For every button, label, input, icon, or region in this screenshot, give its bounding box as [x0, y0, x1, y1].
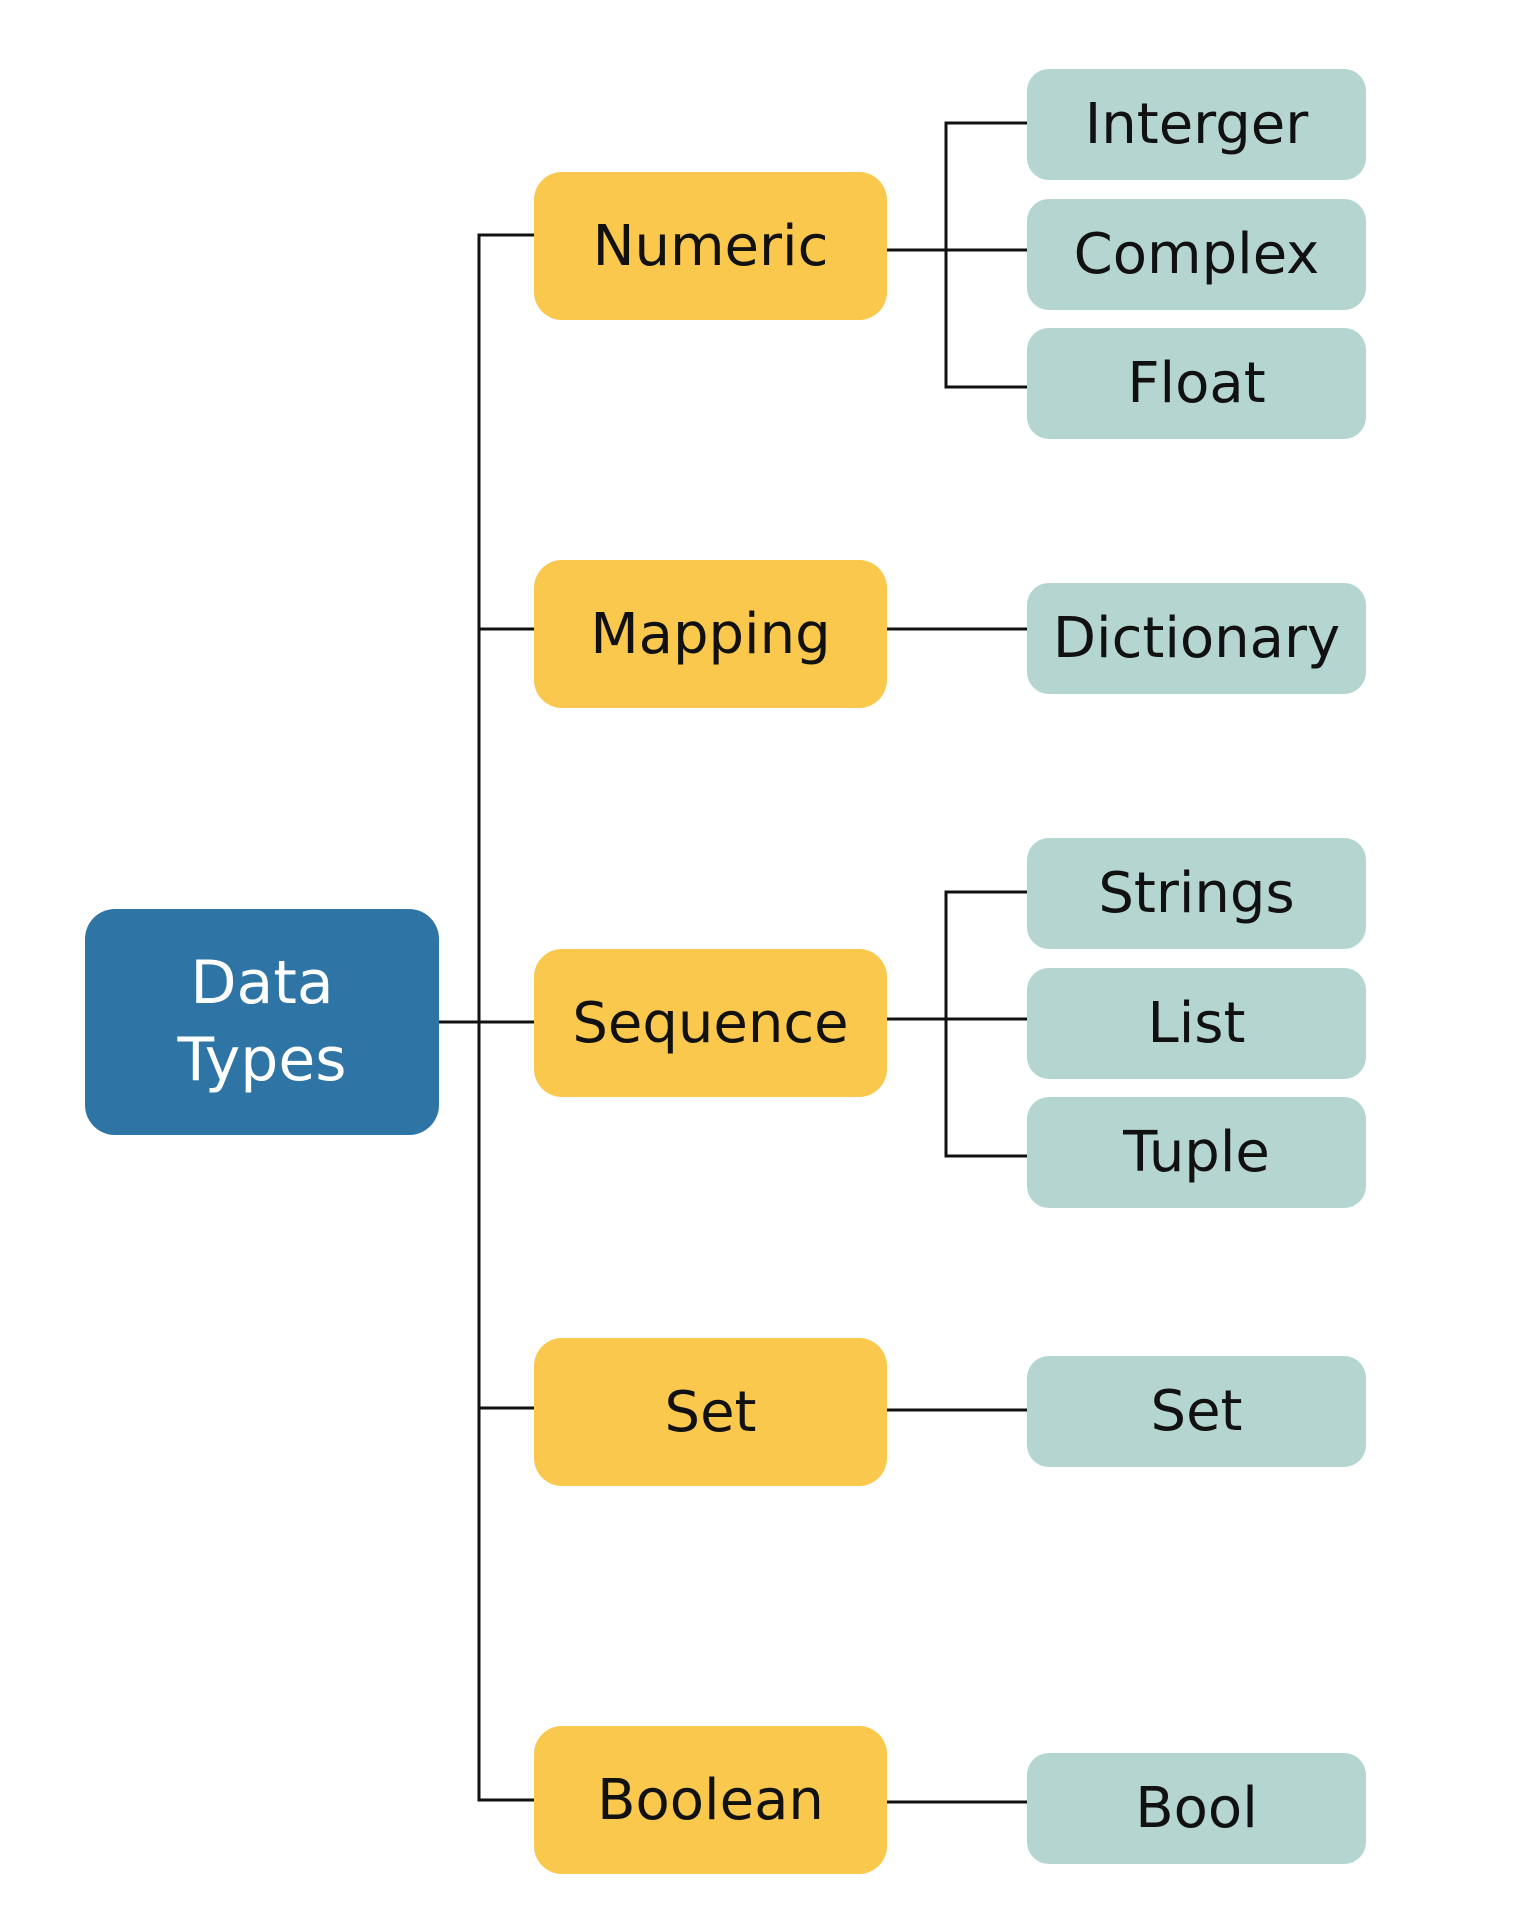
leaf-node-list: List: [1027, 968, 1366, 1079]
leaf-node-set: Set: [1027, 1356, 1366, 1467]
leaf-label-list: List: [1147, 991, 1246, 1056]
leaf-label-interger: Interger: [1084, 92, 1309, 157]
leaf-node-strings: Strings: [1027, 838, 1366, 949]
category-label-boolean: Boolean: [597, 1767, 824, 1833]
category-label-set: Set: [664, 1379, 757, 1445]
leaf-label-strings: Strings: [1098, 861, 1295, 926]
leaf-node-complex: Complex: [1027, 199, 1366, 310]
category-label-numeric: Numeric: [592, 213, 829, 279]
root-label-line-2: Types: [177, 1025, 347, 1095]
category-label-sequence: Sequence: [572, 990, 849, 1056]
leaf-node-dictionary: Dictionary: [1027, 583, 1366, 694]
category-node-sequence: Sequence: [534, 949, 887, 1097]
root-label-line-1: Data: [190, 948, 334, 1018]
leaf-label-tuple: Tuple: [1123, 1120, 1270, 1185]
category-node-numeric: Numeric: [534, 172, 887, 320]
leaf-node-bool: Bool: [1027, 1753, 1366, 1864]
category-node-set: Set: [534, 1338, 887, 1486]
leaf-label-set: Set: [1150, 1379, 1243, 1444]
leaf-label-dictionary: Dictionary: [1052, 606, 1341, 671]
category-node-boolean: Boolean: [534, 1726, 887, 1874]
leaf-node-float: Float: [1027, 328, 1366, 439]
category-label-mapping: Mapping: [590, 601, 831, 667]
category-node-mapping: Mapping: [534, 560, 887, 708]
leaf-node-tuple: Tuple: [1027, 1097, 1366, 1208]
leaf-node-interger: Interger: [1027, 69, 1366, 180]
leaf-label-bool: Bool: [1135, 1776, 1258, 1841]
leaf-label-float: Float: [1127, 351, 1266, 416]
leaf-label-complex: Complex: [1073, 222, 1320, 287]
root-node-data-types: Data Types: [85, 909, 439, 1135]
